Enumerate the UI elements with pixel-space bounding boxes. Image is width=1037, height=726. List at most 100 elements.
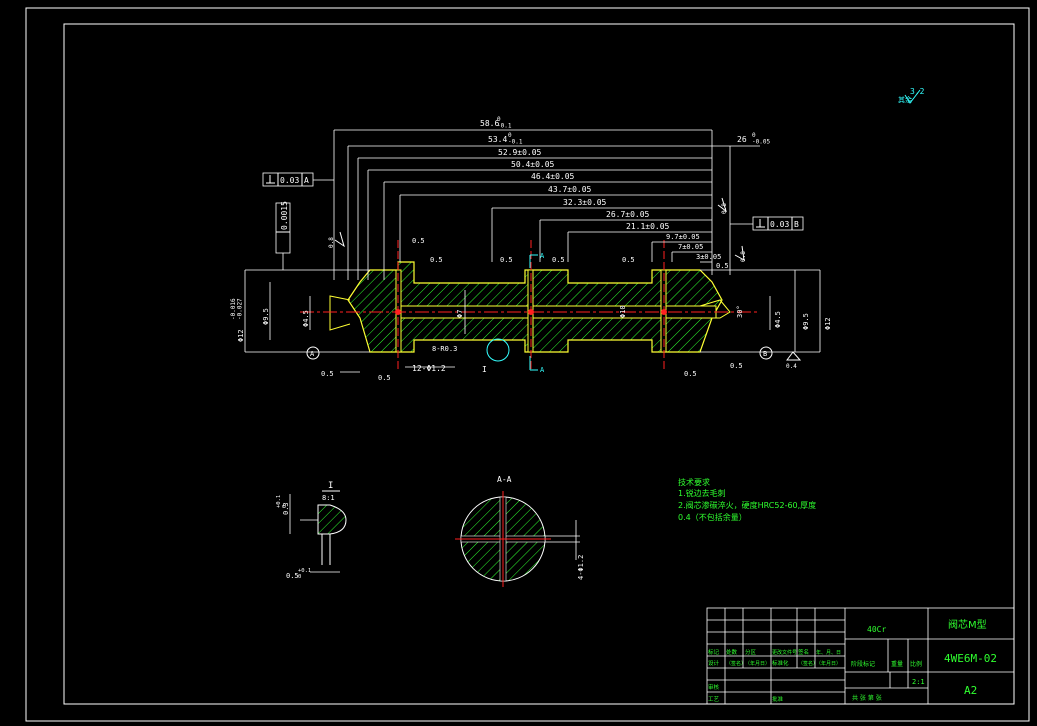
dimension-chain — [333, 129, 760, 280]
svg-text:其余: 其余 — [898, 95, 912, 104]
tb-weight-label: 重量 — [891, 660, 903, 668]
inner-frame — [63, 23, 1015, 705]
ra-right-value: 0.8 — [740, 251, 747, 262]
gap-b: 0.5 — [430, 256, 443, 264]
datum-a-marker: A — [306, 346, 320, 360]
svg-text:A: A — [540, 366, 545, 374]
svg-text:设计: 设计 — [708, 659, 720, 667]
dim-d6: 43.7±0.05 — [548, 185, 592, 194]
datum-b-marker: B — [759, 346, 773, 360]
title-block — [706, 607, 1015, 705]
spool-main-view — [300, 240, 760, 370]
bottom-dim2: 0.5 — [730, 362, 743, 370]
gap-e: 0.5 — [622, 256, 635, 264]
dim-angle: 30° — [736, 305, 744, 318]
roughness-right-icon: 0.8 — [734, 245, 747, 262]
dim-7: Φ7 — [456, 310, 464, 318]
tech-notes-title: 技术要求 — [678, 477, 710, 487]
tech-notes-line2: 2.阀芯渗碳淬火，硬度HRC52-60,厚度 — [678, 500, 816, 510]
gap-f: 0.5 — [716, 262, 729, 270]
gdt-perp-b: 0.03 B — [730, 216, 804, 231]
svg-text:（签名）: （签名） — [798, 660, 818, 667]
dim-d5: 46.4±0.05 — [531, 172, 575, 181]
tech-notes-line3: 0.4（不包括余量） — [678, 512, 747, 522]
svg-text:年、月、日: 年、月、日 — [816, 649, 841, 656]
dim-95: Φ9.5 — [262, 308, 270, 325]
svg-text:签名: 签名 — [798, 648, 809, 656]
dim-left-dia-tol: -0.016-0.027 — [230, 298, 244, 320]
dim-d8: 26.7±0.05 — [606, 210, 650, 219]
detail-scale: 8:1 — [322, 494, 335, 502]
dim-45: Φ4.5 — [302, 310, 310, 327]
dim-right-len: 26 — [737, 135, 747, 144]
ra-left-value: 0.8 — [328, 237, 335, 248]
detail-dim-w: 0.5 — [286, 572, 299, 580]
gdt-cylindricity: 0.0015 — [275, 201, 291, 270]
dim-d12: 3±0.05 — [696, 253, 721, 261]
tb-approve-label: 批准 — [772, 695, 784, 703]
gdt-cyl-value: 0.0015 — [280, 201, 289, 230]
tb-sheet-label: 共 张 第 张 — [852, 694, 882, 702]
dim-10: Φ10 — [619, 305, 627, 318]
tech-notes-line1: 1.锐边去毛刺 — [678, 488, 726, 498]
gap-d: 0.5 — [552, 256, 565, 264]
ra-right2-value: 0.8 — [721, 203, 728, 214]
gap-c: 0.5 — [500, 256, 513, 264]
svg-text:I: I — [482, 365, 487, 374]
tb-material: 40Cr — [867, 625, 886, 634]
tb-sign-row: 设计 （签名） （年月日） 标准化 （签名） （年月日） — [708, 659, 841, 667]
detail-dim-h-tol: +0.10 — [276, 495, 288, 508]
ra-bottom-value: 0.4 — [786, 363, 797, 370]
roughness-bottom-icon: 0.4 — [786, 351, 802, 370]
section-dim: 4-Φ1.2 — [577, 555, 585, 580]
bottom-dim: 0.5 — [378, 374, 391, 382]
gdt-perp-a-datum: A — [304, 176, 309, 185]
section-label: A-A — [497, 475, 512, 484]
gap-h: 0.5 — [684, 370, 697, 378]
roughness-general-icon: 其余 3.2 — [898, 87, 925, 104]
dim-left-dia: Φ12 — [237, 329, 245, 342]
tech-notes: 技术要求 1.锐边去毛刺 2.阀芯渗碳淬火，硬度HRC52-60,厚度 0.4（… — [678, 477, 816, 522]
gdt-perp-a-value: 0.03 — [280, 176, 299, 185]
roughness-right2-icon: 0.8 — [717, 197, 728, 214]
dim-holes: 12-Φ1.2 — [412, 364, 446, 373]
svg-text:（年月日）: （年月日） — [745, 660, 770, 667]
tb-sheet-size: A2 — [964, 684, 977, 697]
roughness-left-icon: 0.8 — [328, 231, 345, 248]
detail-dim-h: 0.3 — [282, 502, 290, 515]
dim-radius: 8-R0.3 — [432, 345, 457, 353]
gdt-perp-b-datum: B — [794, 220, 799, 229]
dim-d2: 53.4 — [488, 135, 507, 144]
dim-d7: 32.3±0.05 — [563, 198, 607, 207]
section-arrows: A A — [529, 252, 545, 374]
svg-text:标记: 标记 — [708, 648, 720, 656]
gdt-perp-b-value: 0.03 — [770, 220, 789, 229]
dim-d4: 50.4±0.05 — [511, 160, 555, 169]
section-view: A-A 4-Φ1.2 — [455, 475, 585, 587]
tb-drawing-no: 4WE6M-02 — [944, 652, 997, 665]
dim-right-len-tol: 0-0.05 — [752, 132, 770, 146]
detail-callout: I — [482, 338, 510, 374]
tb-process-label: 工艺 — [708, 696, 720, 703]
dim-d3: 52.9±0.05 — [498, 148, 542, 157]
tb-scale-label: 比例 — [910, 660, 922, 668]
gap-g: 0.5 — [321, 370, 334, 378]
dim-d2-tol: 0-0.1 — [508, 132, 523, 146]
svg-text:（年月日）: （年月日） — [816, 660, 841, 667]
svg-text:A: A — [310, 350, 315, 358]
svg-text:处数: 处数 — [726, 648, 738, 656]
svg-text:（签名）: （签名） — [726, 660, 746, 667]
dim-d9: 21.1±0.05 — [626, 222, 670, 231]
tb-scale: 2:1 — [912, 678, 925, 686]
dim-right-95: Φ9.5 — [802, 313, 810, 330]
svg-text:B: B — [763, 350, 767, 358]
tb-rev-headers: 标记 处数 分区 更改文件号 签名 年、月、日 — [708, 648, 841, 656]
gap-a: 0.5 — [412, 237, 425, 245]
outer-frame — [25, 7, 1030, 722]
svg-text:A: A — [540, 252, 545, 260]
gdt-perp-a: 0.03 A — [262, 172, 334, 187]
dim-right-45: Φ4.5 — [774, 311, 782, 328]
detail-label: I — [328, 481, 333, 491]
